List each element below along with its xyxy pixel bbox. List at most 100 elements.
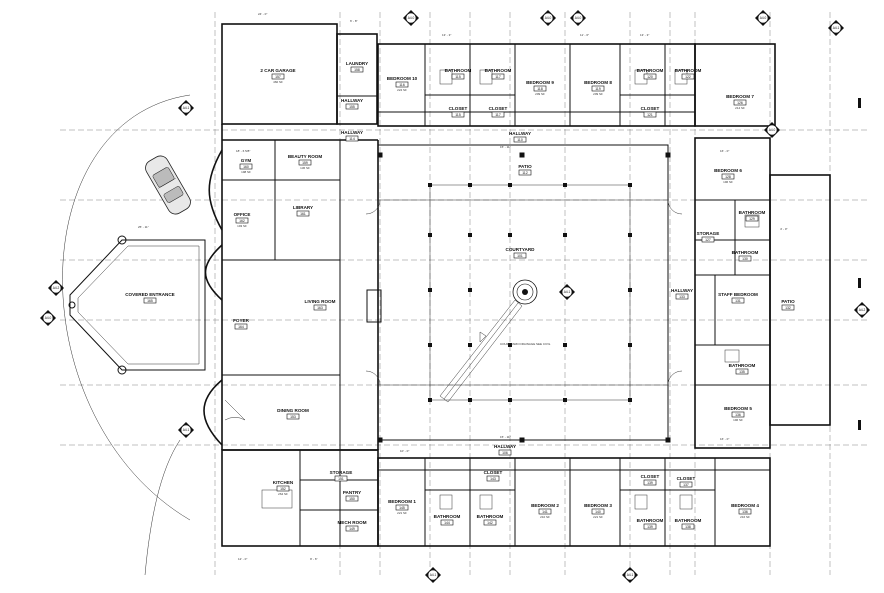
room-number: 101 [517, 254, 523, 258]
room-number: 152 [280, 487, 286, 491]
section-marker: A4.0 [755, 10, 771, 26]
room-area: 460 SF [273, 80, 283, 84]
column [563, 398, 567, 402]
section-marker: A4.2 [854, 302, 870, 318]
column [563, 343, 567, 347]
room-number: 131 [735, 299, 741, 303]
room-name: BATHROOM [732, 250, 759, 255]
room-name: CLOSET [641, 106, 660, 111]
room-number: 114 [349, 137, 355, 141]
room-number: 155 [349, 105, 355, 109]
room-area: 136 SF [300, 166, 310, 170]
fireplace [366, 289, 382, 323]
room-name: BATHROOM [729, 363, 756, 368]
column [628, 343, 632, 347]
room-number-box [345, 103, 359, 110]
room-number: 149 [349, 527, 355, 531]
room-name: LIVING ROOM [305, 299, 336, 304]
column [428, 398, 432, 402]
section-marker-label: A4.0 [45, 316, 52, 320]
elevation-ticks [858, 98, 861, 430]
room-tag-bath_e1: BATHROOM 129 [739, 210, 766, 222]
room-number: 129 [749, 217, 755, 221]
room-number-box [313, 304, 327, 311]
column [428, 288, 432, 292]
dim-text: 4' - 0" [780, 227, 788, 231]
section-marker: A4.0 [570, 10, 586, 26]
room-name: BATHROOM [739, 210, 766, 215]
section-marker: A4.1 [425, 567, 441, 583]
column [508, 183, 512, 187]
dim-text: 16' - 0" [720, 437, 729, 441]
room-number-box [239, 163, 253, 170]
room-number: 117 [495, 75, 501, 79]
room-number-box [745, 215, 759, 222]
room-name: BEDROOM 1 [388, 499, 416, 504]
room-name: COURTYARD [506, 247, 536, 252]
column [468, 343, 472, 347]
room-name: BEDROOM 2 [531, 503, 559, 508]
room-name: BATHROOM [675, 68, 702, 73]
room-number-box [296, 210, 310, 217]
dim-text: 10' - 0" [400, 449, 409, 453]
section-marker-label: A4.0 [760, 16, 767, 20]
room-number: 159 [302, 161, 308, 165]
south-wing-partitions [378, 458, 770, 546]
room-number: 120 [647, 75, 653, 79]
room-name: BEDROOM 7 [726, 94, 754, 99]
room-number: 130 [742, 257, 748, 261]
room-name: HALLWAY [509, 131, 531, 136]
north-wing-partitions [337, 44, 695, 126]
dim-text: 15' - 11" [500, 435, 511, 439]
room-number-box [533, 85, 547, 92]
room-number-box [483, 519, 497, 526]
room-number: 139 [647, 481, 653, 485]
room-number: 135 [739, 370, 745, 374]
room-number: 144 [444, 521, 450, 525]
room-number: 137 [683, 483, 689, 487]
dim-text: 25' - 11" [138, 225, 149, 229]
room-name: BEAUTY ROOM [288, 154, 323, 159]
room-name: BEDROOM 9 [526, 80, 554, 85]
column [563, 233, 567, 237]
room-name: LIBRARY [293, 205, 313, 210]
room-tag-bath_e3: BATHROOM 135 [729, 363, 756, 375]
section-marker-label: A4.0 [769, 128, 776, 132]
room-name: KITCHEN [273, 480, 294, 485]
room-name: BEDROOM 3 [584, 503, 612, 508]
room-number-box [234, 323, 248, 330]
room-name: DINING ROOM [277, 408, 309, 413]
dim-text: 24' - 0" [258, 12, 267, 16]
room-name: PANTRY [343, 490, 361, 495]
room-number-box [395, 504, 409, 511]
dim-text: 18' - 6 5/8" [236, 149, 250, 153]
section-marker: A4.1 [178, 422, 194, 438]
room-area: 264 SF [278, 492, 288, 496]
section-marker-label: A4.1 [183, 428, 190, 432]
room-number: 126 [737, 101, 743, 105]
room-number: 151 [338, 477, 344, 481]
room-number: 115 [455, 113, 461, 117]
room-number: 117 [495, 113, 501, 117]
dim-text: 9' - 6" [310, 557, 318, 561]
room-number-box [781, 304, 795, 311]
room-name: GYM [241, 158, 252, 163]
column [468, 233, 472, 237]
